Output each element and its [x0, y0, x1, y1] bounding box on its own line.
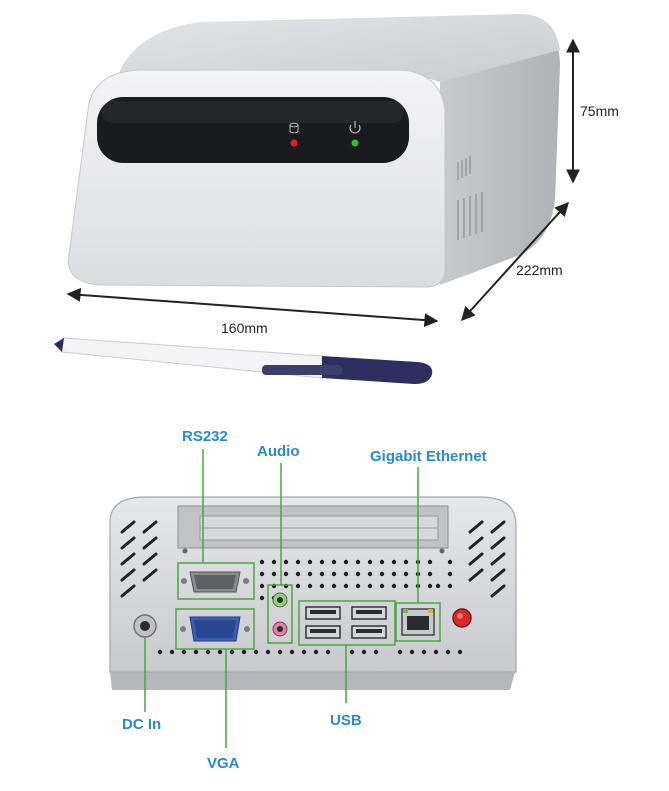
hdd-icon: [289, 122, 299, 134]
screw: [182, 548, 188, 554]
vga-label: VGA: [207, 755, 240, 772]
power-button: [452, 608, 472, 628]
rear-vents-left: [120, 520, 158, 598]
vga-port: [175, 608, 255, 650]
unit-base: [110, 672, 515, 690]
usb-ports: [298, 600, 396, 646]
depth-arrow: [461, 201, 569, 322]
leader-lines: [144, 449, 419, 748]
rear-vents-right: [468, 520, 506, 598]
audio-label: Audio: [257, 443, 300, 460]
rear-bottom-perforations: [157, 649, 463, 655]
rear-perforations: [259, 559, 453, 601]
usb-label: USB: [330, 712, 362, 729]
width-label: 160mm: [221, 320, 268, 336]
power-led: [351, 139, 359, 147]
pen-illustration: [54, 337, 433, 384]
depth-label: 222mm: [516, 262, 563, 278]
gigabit-ethernet-label: Gigabit Ethernet: [370, 448, 487, 465]
height-label: 75mm: [580, 103, 619, 119]
screw: [439, 548, 445, 554]
dc-in-label: DC In: [122, 716, 162, 733]
audio-jacks: [267, 584, 293, 644]
ethernet-port: [395, 602, 441, 642]
rs232-port: [177, 562, 255, 600]
dc-in-jack: [133, 614, 157, 638]
power-icon: [349, 121, 361, 134]
width-arrow: [66, 287, 439, 328]
unit-top-panel: [120, 14, 560, 82]
back-view-unit: [109, 496, 517, 690]
hdd-led: [290, 139, 298, 147]
front-view-unit: [67, 14, 560, 288]
rs232-label: RS232: [182, 428, 228, 445]
